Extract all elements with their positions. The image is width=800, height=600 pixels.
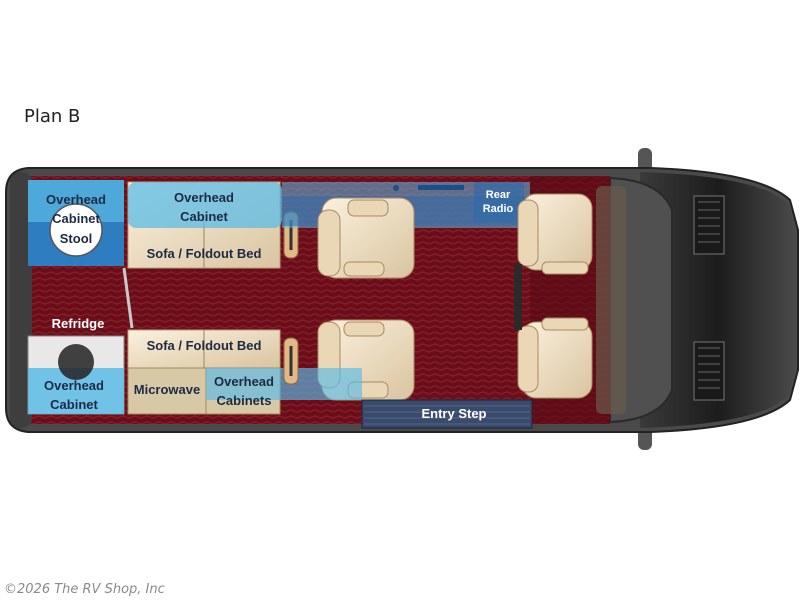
sink-icon (58, 344, 94, 380)
divider-wall (122, 267, 134, 329)
entry-step (361, 399, 533, 429)
label-rear-radio-2: Radio (483, 203, 514, 215)
label-microwave: Microwave (134, 382, 200, 397)
label-overhead-top-1: Overhead (174, 190, 234, 205)
plan-title: Plan B (24, 106, 81, 127)
rear-wall (10, 172, 32, 428)
label-refridge: Refridge (52, 316, 105, 331)
overhead-cabinet-top (128, 182, 282, 228)
label-entry-step: Entry Step (421, 406, 486, 421)
label-overhead-stool-1: Overhead (46, 192, 106, 207)
copyright: ©2026 The RV Shop, Inc (4, 582, 165, 597)
driver-seat (517, 193, 593, 275)
hood-vent-bottom (693, 341, 725, 401)
label-overhead-bottom-1: Overhead (44, 378, 104, 393)
label-overhead-top-2: Cabinet (180, 209, 228, 224)
label-overhead-stool-2: Cabinet (52, 211, 100, 226)
mirror-top (638, 148, 652, 172)
center-console (514, 264, 522, 330)
hood-vent-top (693, 195, 725, 255)
microwave-unit (127, 367, 207, 415)
rear-radio-box (474, 182, 524, 222)
label-overhead-cabinets-1: Overhead (214, 374, 274, 389)
label-overhead-cabinets-2: Cabinets (217, 393, 272, 408)
cab-hood (640, 172, 796, 428)
label-sofa-top: Sofa / Foldout Bed (147, 246, 262, 261)
dashboard (596, 186, 626, 414)
passenger-seat (517, 317, 593, 399)
label-sofa-bottom: Sofa / Foldout Bed (147, 338, 262, 353)
stool-icon (49, 203, 103, 257)
label-rear-radio-1: Rear (486, 189, 511, 201)
captain-chair-top-rear (317, 197, 415, 279)
label-overhead-stool-3: Stool (60, 231, 93, 246)
label-overhead-bottom-2: Cabinet (50, 397, 98, 412)
